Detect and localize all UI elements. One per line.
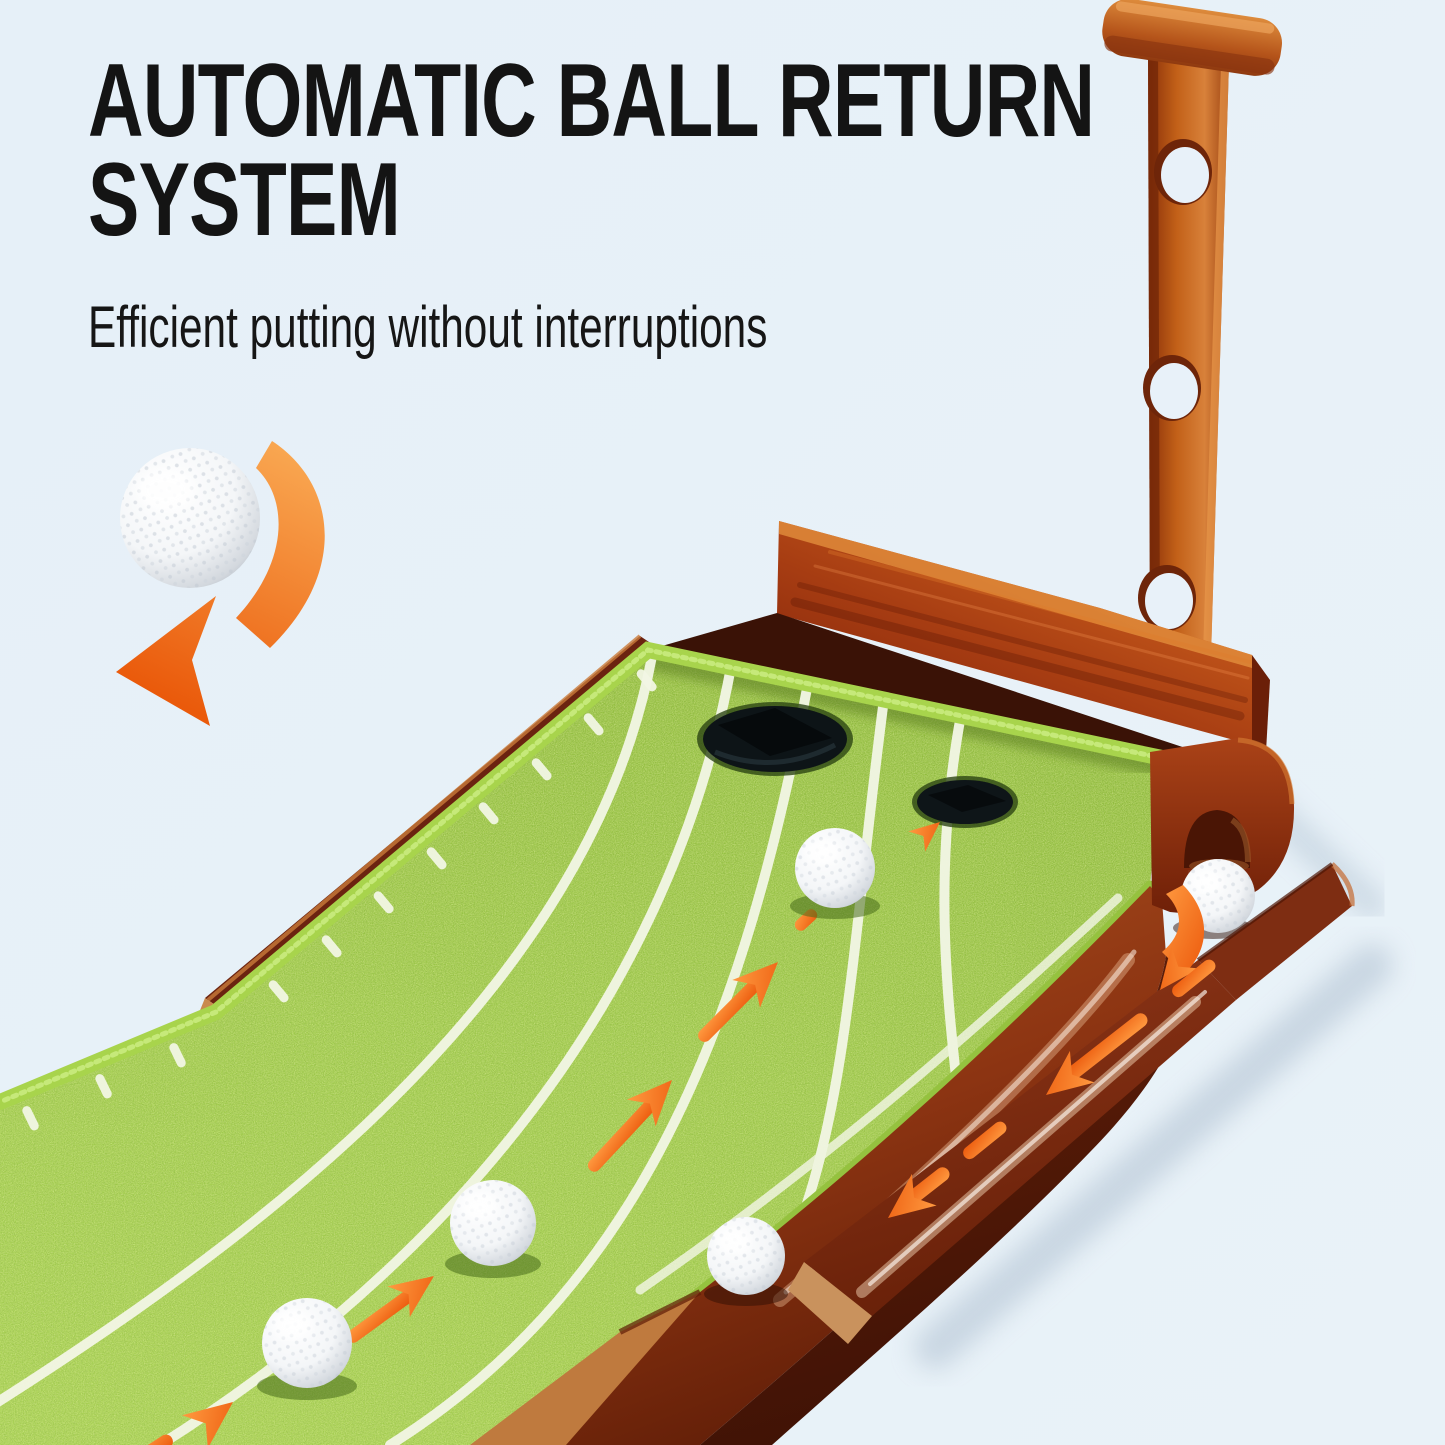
putting-hole-large: [697, 702, 853, 776]
wall-base-shadow: [648, 613, 1240, 766]
return-swoosh-arrow-icon: [116, 441, 325, 726]
golf-ball: [445, 1180, 541, 1278]
headline-line-2: SYSTEM: [88, 141, 401, 258]
post-peg-hole: [1154, 139, 1212, 205]
return-arrow-icon: [875, 1167, 950, 1234]
putting-hole-small: [912, 776, 1018, 828]
motion-arrow-icon: [120, 1385, 246, 1445]
headline-line-1: AUTOMATIC BALL RETURN: [88, 43, 1095, 159]
wood-grain-streaks: [790, 550, 1252, 721]
motion-arrow-icon: [587, 1066, 687, 1172]
ball-stand-post: [1102, 0, 1283, 657]
post-peg-hole: [1138, 565, 1196, 631]
golf-ball-in-channel: [704, 1217, 788, 1306]
mat-golf-balls: [257, 828, 880, 1400]
motion-arrow-icon: [346, 1260, 446, 1343]
return-dash: [1172, 959, 1216, 998]
golf-ball: [257, 1298, 357, 1400]
return-arrows: [875, 885, 1216, 1234]
return-channel-outer-rail: [788, 862, 1355, 1344]
ball-exit-cap: [1150, 737, 1295, 939]
rail-end-face: [788, 1262, 872, 1344]
headline-block: AUTOMATIC BALL RETURN SYSTEM Efficient p…: [88, 43, 1445, 361]
return-arrow-icon: [1033, 1013, 1148, 1111]
ball-return-swoosh-graphic: [116, 441, 325, 726]
return-swoosh-arrow-icon: [1145, 885, 1205, 1002]
lane-line: [385, 678, 813, 1445]
lane-line: [0, 651, 657, 1445]
golf-ball: [790, 828, 880, 919]
page-title: AUTOMATIC BALL RETURN SYSTEM: [88, 43, 1095, 258]
motion-arrow-icon: [698, 948, 792, 1042]
post-top-cap: [1102, 0, 1283, 76]
return-dash: [963, 1121, 1007, 1160]
back-wall: [777, 521, 1270, 752]
golf-ball-icon: [120, 448, 260, 588]
distance-tick-marks: [22, 669, 657, 1131]
subheadline: Efficient putting without interruptions: [88, 294, 768, 360]
post-peg-hole: [1143, 355, 1201, 421]
lane-line: [155, 662, 736, 1445]
